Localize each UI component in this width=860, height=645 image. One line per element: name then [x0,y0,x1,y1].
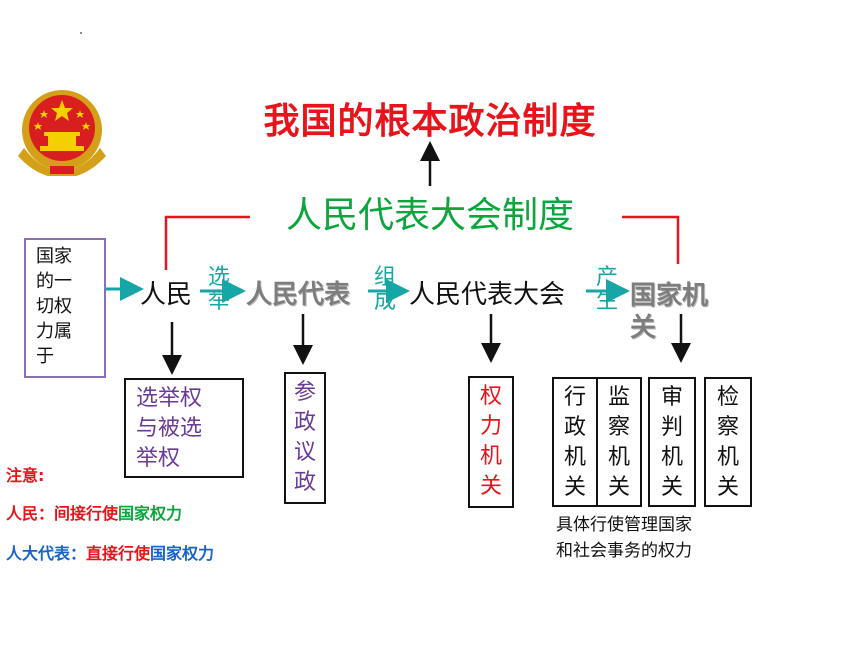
note-object: 国家权力 [150,544,215,563]
edge-label-char: 生 [596,289,619,314]
caption-line: 具体行使管理国家 [556,515,692,535]
note-people: 人民：间接行使国家权力 [6,500,182,524]
note-emphasis: 直接行使 [86,544,151,563]
node-congress: 人民代表大会 [409,280,566,310]
box-line: 举权 [136,446,181,471]
box-char: 机 [660,445,683,470]
note-object: 国家权力 [118,504,183,523]
procuratorial-organ-box: 检 察 机 关 [704,377,752,507]
node-state-organs-line: 关 [630,313,657,343]
source-line: 于 [36,346,54,367]
box-char: 机 [563,445,586,470]
node-state-organs: 国家机 关 [630,280,708,344]
page-title: 我国的根本政治制度 [263,101,597,142]
edge-label-produce: 产 生 [596,266,618,314]
box-char: 政 [293,410,316,435]
note-emphasis: 间接行使 [54,504,119,523]
power-organ-box: 权 力 机 关 [468,376,514,508]
supervision-organ-box: 监 察 机 关 [596,377,642,507]
edge-label-char: 成 [374,289,397,314]
box-char: 判 [660,415,683,440]
judicial-organ-box: 审 判 机 关 [648,377,696,507]
source-line: 切权 [36,296,72,317]
note-deputies: 人大代表：直接行使国家权力 [6,540,214,564]
box-char: 察 [716,415,739,440]
system-subtitle: 人民代表大会制度 [285,195,574,236]
edge-label-char: 选 [208,265,231,290]
national-emblem-icon [18,90,106,176]
edge-label-char: 组 [374,265,397,290]
box-char: 关 [563,475,586,500]
decorative-dot [80,32,82,34]
admin-organ-box: 行 政 机 关 [552,377,598,507]
box-line: 选举权 [136,386,203,411]
source-line: 力属 [36,321,72,342]
box-char: 权 [479,384,502,409]
box-char: 审 [660,385,683,410]
source-line: 的一 [36,271,72,292]
box-char: 关 [479,474,502,499]
note-label: 人大代表： [6,544,87,563]
box-char: 机 [479,444,502,469]
box-char: 关 [607,475,630,500]
box-char: 察 [607,415,630,440]
node-deputies: 人民代表 [246,280,351,310]
edge-label-elect: 选 举 [208,266,230,314]
node-state-organs-line: 国家机 [630,281,709,311]
box-char: 政 [293,470,316,495]
organs-caption: 具体行使管理国家 和社会事务的权力 [556,512,756,564]
participation-box: 参 政 议 政 [284,372,326,504]
edge-label-char: 产 [596,265,619,290]
edge-label-char: 举 [208,289,231,314]
box-char: 关 [660,475,683,500]
box-char: 力 [479,414,502,439]
box-char: 检 [716,385,739,410]
note-label: 人民： [6,504,55,523]
box-char: 监 [607,385,630,410]
box-char: 参 [293,380,316,405]
source-line: 国家 [36,246,72,267]
node-people: 人民 [140,280,193,310]
source-box: 国家 的一 切权 力属 于 [24,238,106,378]
box-line: 与被选 [136,416,203,441]
notes-heading: 注意: [6,466,45,485]
box-char: 机 [607,445,630,470]
box-char: 政 [563,415,586,440]
box-char: 行 [563,385,586,410]
box-char: 议 [293,440,316,465]
election-rights-box: 选举权 与被选 举权 [124,378,244,478]
box-char: 机 [716,445,739,470]
edge-label-form: 组 成 [374,266,396,314]
caption-line: 和社会事务的权力 [556,541,692,561]
box-char: 关 [716,475,739,500]
